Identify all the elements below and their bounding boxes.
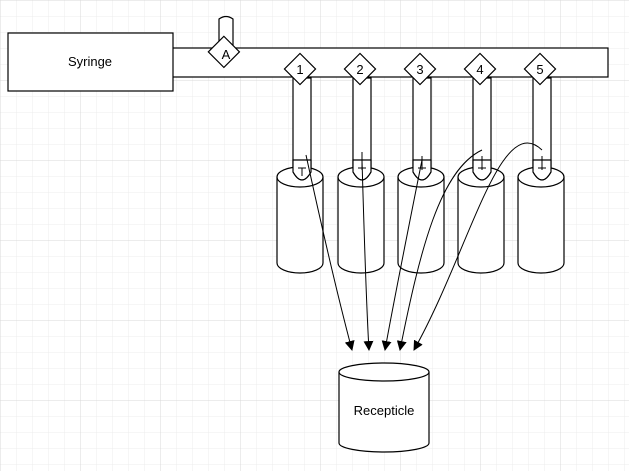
valve-2-label: 2 [356, 62, 363, 77]
flow-arrow-3 [381, 159, 423, 351]
valve-a-label: A [222, 47, 231, 62]
valve-5-label: 5 [536, 62, 543, 77]
syringe-label: Syringe [68, 54, 112, 69]
flow-arrow-5 [413, 142, 543, 351]
valve-3-label: 3 [416, 62, 423, 77]
valve-5[interactable]: 5 [523, 52, 557, 86]
flow-arrow-2 [361, 159, 374, 351]
vial-4 [457, 166, 505, 274]
valve-4[interactable]: 4 [463, 52, 497, 86]
flow-arrow-1 [305, 154, 355, 351]
vial-1 [276, 166, 324, 274]
valve-a[interactable]: A [207, 35, 241, 69]
vial-2 [337, 166, 385, 274]
valve-2[interactable]: 2 [343, 52, 377, 86]
valve-1-label: 1 [296, 62, 303, 77]
flow-arrows [305, 142, 543, 351]
valve-4-label: 4 [476, 62, 483, 77]
receptacle-label: Recepticle [354, 403, 415, 418]
syringe-box[interactable] [7, 32, 174, 92]
valve-3[interactable]: 3 [403, 52, 437, 86]
receptacle[interactable]: Recepticle [338, 362, 430, 453]
valves[interactable]: 1 2 3 4 5 [283, 52, 557, 86]
vials [276, 166, 565, 274]
valve-1[interactable]: 1 [283, 52, 317, 86]
flow-arrow-4 [396, 149, 483, 351]
vial-5 [517, 166, 565, 274]
